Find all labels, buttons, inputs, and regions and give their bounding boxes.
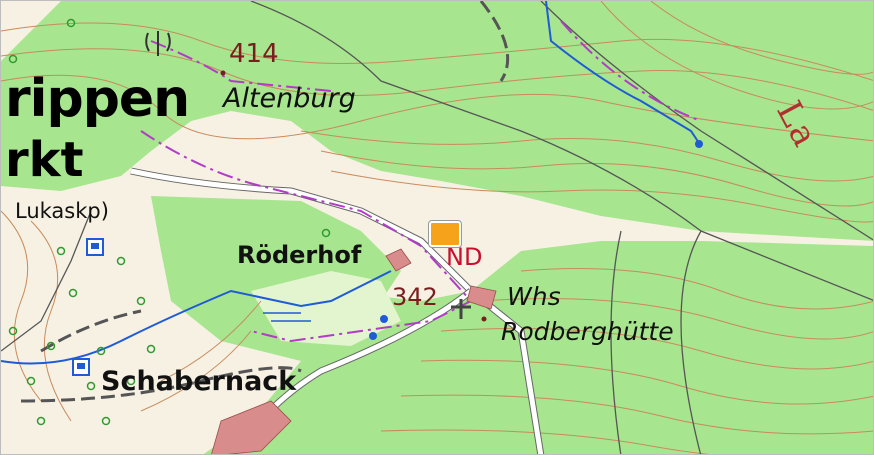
buildings (211, 248, 497, 454)
bus-stop-icon (72, 358, 90, 376)
location-marker-icon[interactable] (428, 220, 462, 248)
place-label-rodberghutte: Rodberghütte (501, 317, 674, 346)
place-label-lukaskp: Lukaskp) (15, 199, 109, 223)
forest-area-south (203, 241, 873, 454)
streams (1, 1, 702, 365)
springs (369, 140, 703, 340)
chapel-icon (451, 299, 471, 319)
place-label-whs: Whs (507, 282, 561, 311)
place-label-roderhof: Röderhof (237, 241, 362, 269)
elevation-label-414: 414 (229, 39, 279, 69)
forest-area-north (1, 1, 873, 241)
town-label-bottom: rkt (5, 132, 84, 188)
place-label-schabernack: Schabernack (101, 366, 297, 397)
elevation-point (220, 70, 226, 76)
clearing-roderhof (251, 271, 401, 346)
bus-stop-icon (86, 238, 104, 256)
trails (20, 1, 510, 403)
radio-tower-icon (145, 31, 171, 56)
town-label-top: rippen (5, 69, 190, 129)
tree-symbols (8, 18, 331, 426)
natural-monument-label: ND (446, 243, 483, 271)
elevation-label-342: 342 (392, 283, 438, 311)
place-label-altenburg: Altenburg (223, 83, 356, 114)
elevation-point (481, 316, 487, 322)
admin-boundary (140, 20, 702, 343)
